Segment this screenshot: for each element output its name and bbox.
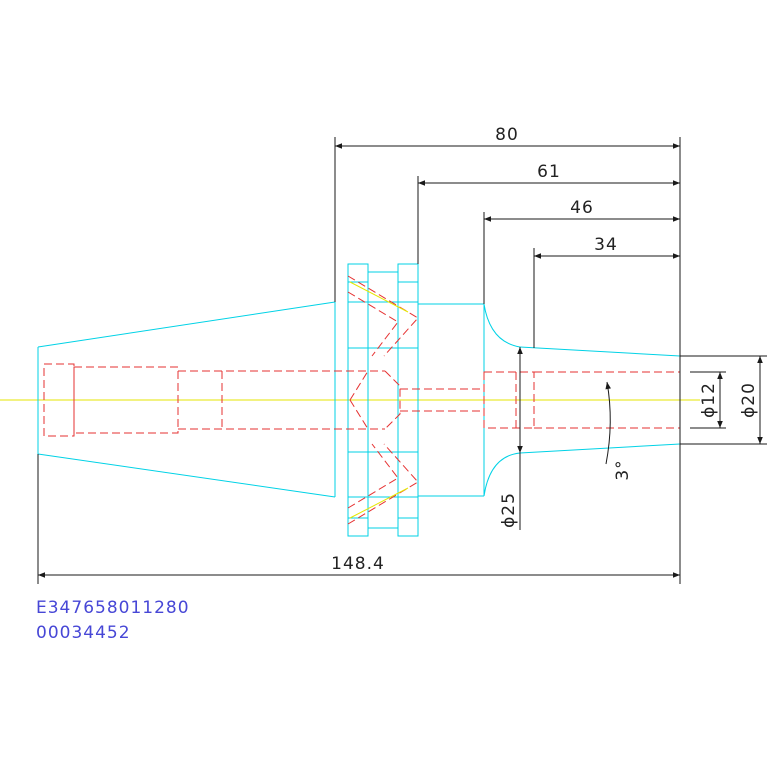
groove-centerlines bbox=[349, 281, 409, 519]
dimension-taper-angle: 3° bbox=[613, 459, 633, 480]
dimension-dia-12: ϕ12 bbox=[699, 382, 719, 418]
dimension-dia-25: ϕ25 bbox=[499, 492, 519, 528]
hidden-lines bbox=[43, 275, 680, 525]
dimension-61: 61 bbox=[537, 162, 561, 182]
dimension-lines bbox=[37, 137, 767, 584]
serial-number-label: 00034452 bbox=[36, 623, 131, 643]
dimension-46: 46 bbox=[570, 198, 594, 218]
part-outline bbox=[37, 263, 681, 537]
dimension-80: 80 bbox=[495, 125, 519, 145]
part-number-label: E347658011280 bbox=[36, 598, 190, 618]
dimension-dia-20: ϕ20 bbox=[739, 382, 759, 418]
dimension-34: 34 bbox=[594, 235, 618, 255]
dimension-overall-length: 148.4 bbox=[331, 554, 385, 574]
